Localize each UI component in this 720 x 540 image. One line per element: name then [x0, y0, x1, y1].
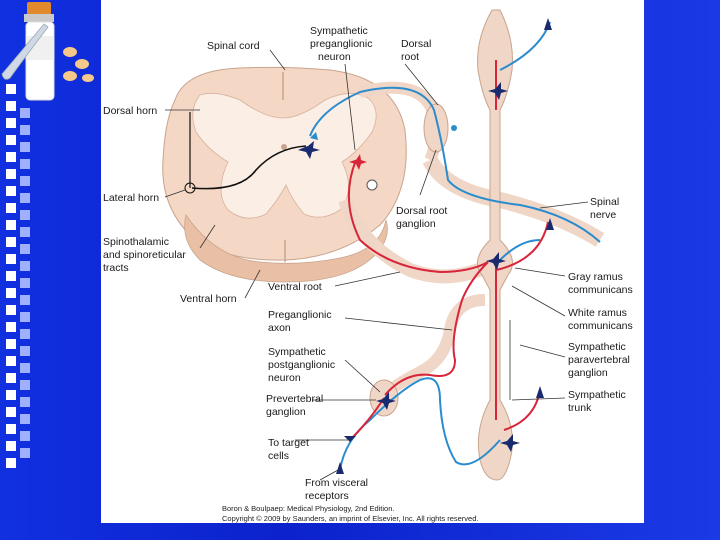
label-sympathetic-preganglionic-3: neuron: [318, 51, 351, 63]
label-dorsal-root-ganglion-1: Dorsal root: [396, 205, 447, 217]
label-sympathetic-preganglionic-1: Sympathetic: [310, 25, 368, 37]
label-visceral-receptors-1: From visceral: [305, 477, 368, 489]
label-target-cells-1: To target: [268, 437, 309, 449]
label-spinal-nerve-1: Spinal: [590, 196, 619, 208]
label-prevertebral-ganglion-1: Prevertebral: [266, 393, 323, 405]
label-dorsal-horn: Dorsal horn: [103, 105, 157, 117]
prevertebral-branch: [378, 294, 486, 401]
label-gray-ramus-1: Gray ramus: [568, 271, 623, 283]
label-white-ramus-2: communicans: [568, 320, 633, 332]
paravertebral-soma: [486, 252, 506, 270]
dorsal-root-ganglion: [423, 103, 449, 153]
gray-matter: [192, 92, 377, 219]
decorative-squares: [6, 84, 18, 475]
label-sympathetic-trunk-1: Sympathetic: [568, 389, 626, 401]
label-spinothalamic-1: Spinothalamic: [103, 236, 169, 248]
label-prevertebral-ganglion-2: ganglion: [266, 406, 306, 418]
label-preganglionic-axon-1: Preganglionic: [268, 309, 332, 321]
label-ventral-root: Ventral root: [268, 281, 322, 293]
label-dorsal-root-ganglion-2: ganglion: [396, 218, 436, 230]
label-lateral-horn: Lateral horn: [103, 192, 159, 204]
caption-line-1: Boron & Boulpaep: Medical Physiology, 2n…: [222, 504, 394, 513]
label-gray-ramus-2: communicans: [568, 284, 633, 296]
decorative-squares-secondary: [20, 108, 32, 465]
label-ventral-horn: Ventral horn: [180, 293, 237, 305]
label-spinothalamic-3: tracts: [103, 262, 129, 274]
label-target-cells-2: cells: [268, 450, 289, 462]
label-dorsal-root-1: Dorsal: [401, 38, 431, 50]
label-sympathetic-paravertebral-1: Sympathetic: [568, 341, 626, 353]
label-dorsal-root-2: root: [401, 51, 419, 63]
label-sympathetic-paravertebral-3: ganglion: [568, 367, 608, 379]
upper-soma: [488, 82, 508, 100]
leader-lines: [164, 49, 589, 481]
ventral-root-shape: [338, 197, 494, 284]
prevertebral-soma: [376, 392, 396, 410]
caption-line-2: Copyright © 2009 by Saunders, an imprint…: [222, 514, 478, 523]
sympathetic-trunk: [477, 9, 513, 481]
label-sympathetic-preganglionic-2: preganglionic: [310, 38, 372, 50]
label-preganglionic-axon-2: axon: [268, 322, 291, 334]
label-sympathetic-postganglionic-3: neuron: [268, 372, 301, 384]
label-sympathetic-paravertebral-2: paravertebral: [568, 354, 630, 366]
neuron-cell-bodies: [298, 82, 520, 452]
label-sympathetic-postganglionic-2: postganglionic: [268, 359, 335, 371]
arrowheads: [336, 18, 554, 474]
label-visceral-receptors-2: receptors: [305, 490, 349, 502]
red-soma: [349, 154, 367, 170]
label-sympathetic-postganglionic-1: Sympathetic: [268, 346, 326, 358]
preganglionic-soma: [298, 141, 320, 159]
label-spinal-nerve-2: nerve: [590, 209, 616, 221]
label-spinothalamic-2: and spinoreticular: [103, 249, 186, 261]
dorsal-horn-neuron: [191, 145, 307, 190]
lower-soma: [500, 434, 520, 452]
label-white-ramus-1: White ramus: [568, 307, 627, 319]
spinal-nerve-trunk: [422, 156, 605, 247]
medicine-bottle-icon: [1, 2, 94, 101]
label-spinal-cord: Spinal cord: [207, 40, 260, 52]
label-sympathetic-trunk-2: trunk: [568, 402, 592, 414]
